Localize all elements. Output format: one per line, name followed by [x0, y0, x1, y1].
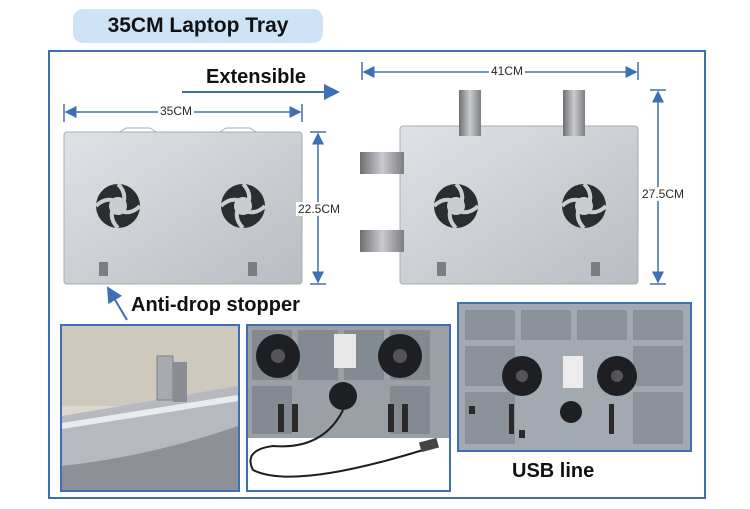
fan-cable-photo: [246, 324, 451, 492]
anti-drop-label: Anti-drop stopper: [131, 294, 300, 316]
tray-width-label: 35CM: [158, 104, 195, 118]
stopper-photo: [60, 324, 240, 492]
tray-height-label: 22.5CM: [296, 202, 343, 216]
extended-width-label: 41CM: [489, 64, 526, 78]
page-title: 35CM Laptop Tray: [73, 9, 323, 43]
extensible-label: Extensible: [206, 66, 307, 88]
usb-line-label: USB line: [512, 460, 595, 482]
usb-line-photo: [457, 302, 692, 452]
extended-height-label: 27.5CM: [640, 187, 687, 201]
